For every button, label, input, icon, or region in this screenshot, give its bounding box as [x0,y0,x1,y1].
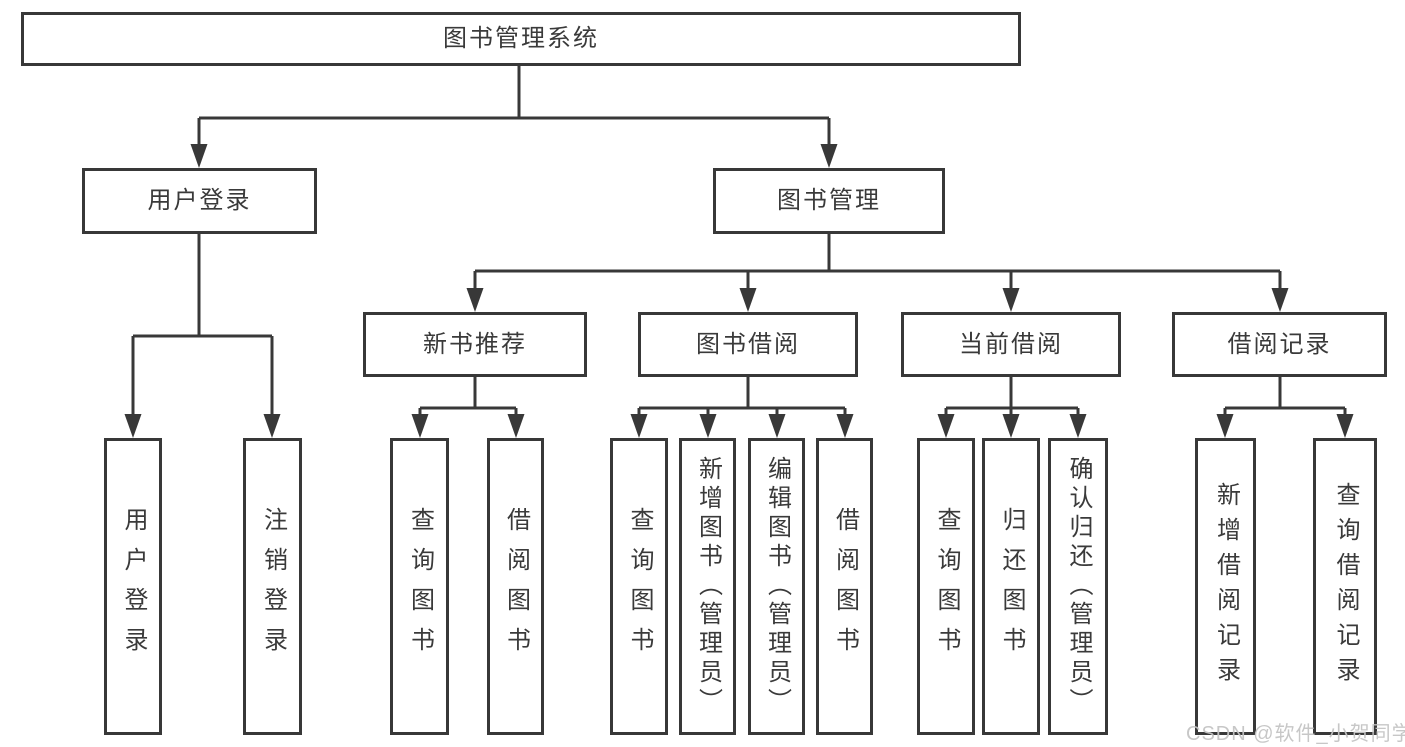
node-return-books: 归还图书 [982,438,1040,735]
arrowhead [466,288,484,312]
node-edit-book-admin: 编辑图书（管理员） [748,438,805,735]
watermark: CSDN @软件_小贺同学 [1186,723,1405,745]
node-query-borrow-record: 查询借阅记录 [1313,438,1377,735]
node-add-borrow-record: 新增借阅记录 [1195,438,1256,735]
node-borrow-books: 借阅图书 [816,438,873,735]
node-label: 新增图书（管理员） [694,456,722,717]
node-label: 新增借阅记录 [1212,481,1240,692]
arrowhead [739,288,757,312]
arrowhead [836,414,854,438]
arrowhead [820,144,838,168]
node-label: 编辑图书（管理员） [763,456,791,717]
node-borrow-books-recommend: 借阅图书 [487,438,544,735]
node-new-book-recommendation: 新书推荐 [363,312,587,377]
node-label: 查询借阅记录 [1332,481,1359,692]
arrowhead [190,144,208,168]
arrowhead [507,414,525,438]
arrowhead [1002,414,1020,438]
arrowhead [768,414,786,438]
arrowhead [263,414,281,438]
node-user-login: 用户登录 [104,438,162,735]
node-label: 用户登录 [147,187,252,214]
node-book-management: 图书管理 [713,168,945,234]
arrowhead [1002,288,1020,312]
node-user-login-group: 用户登录 [82,168,317,234]
node-label: 新书推荐 [423,330,527,358]
node-label: 查询图书 [933,506,960,667]
arrowhead [124,414,142,438]
arrowhead [1271,288,1289,312]
node-label: 图书管理系统 [443,25,599,52]
arrowhead [937,414,955,438]
node-label: 借阅图书 [831,506,859,667]
node-current-borrowing: 当前借阅 [901,312,1121,377]
node-label: 图书借阅 [696,330,800,358]
node-book-borrowing: 图书借阅 [638,312,858,377]
arrowhead [1336,414,1354,438]
arrowhead [630,414,648,438]
node-confirm-return-admin: 确认归还（管理员） [1048,438,1108,735]
node-label: 归还图书 [998,506,1025,667]
node-query-books-recommend: 查询图书 [390,438,449,735]
node-label: 图书管理 [777,187,881,214]
node-label: 借阅记录 [1227,330,1332,358]
node-query-books-borrow: 查询图书 [610,438,668,735]
node-label: 用户登录 [120,506,147,667]
node-logout: 注销登录 [243,438,302,735]
arrowhead [411,414,429,438]
node-query-books-current: 查询图书 [917,438,975,735]
node-label: 查询图书 [406,506,434,667]
node-label: 查询图书 [626,506,653,667]
node-library-system: 图书管理系统 [21,12,1021,66]
node-borrowing-records: 借阅记录 [1172,312,1387,377]
connector-path [131,64,1347,433]
node-label: 借阅图书 [502,506,530,667]
arrowhead [1069,414,1087,438]
node-add-book-admin: 新增图书（管理员） [679,438,736,735]
node-label: 确认归还（管理员） [1065,456,1092,717]
arrowhead [1216,414,1234,438]
node-label: 注销登录 [259,506,287,667]
arrowhead [699,414,717,438]
node-label: 当前借阅 [959,330,1063,358]
